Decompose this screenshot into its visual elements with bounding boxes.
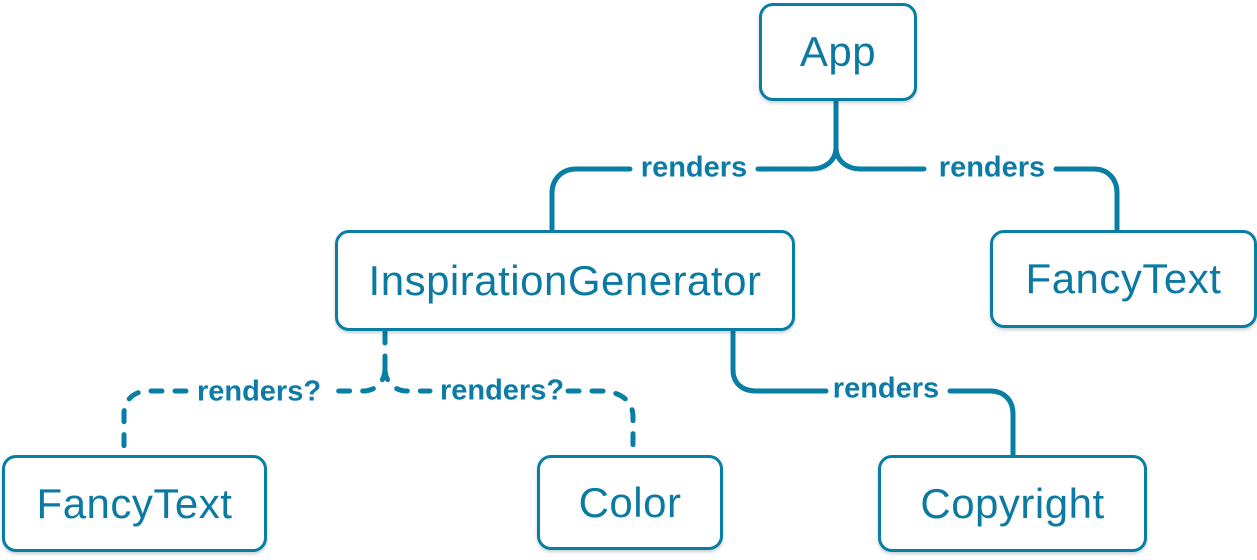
edge-inspirationgenerator-copyright-shoulder [730, 329, 829, 394]
edge-label-renders-copyright: renders [832, 372, 940, 405]
edge-app-inspirationgenerator-drop [549, 166, 633, 232]
edge-inspirationgenerator-fancytext-shoulder [327, 366, 388, 394]
edge-app-inspirationgenerator-shoulder [755, 144, 839, 172]
edge-inspirationgenerator-fancytext-drop [121, 388, 189, 457]
edge-inspirationgenerator-color-shoulder [382, 366, 433, 394]
node-fancy-text-bottom-label: FancyText [36, 479, 233, 527]
node-app-label: App [799, 28, 877, 75]
node-inspiration-generator-label: InspirationGenerator [368, 256, 762, 304]
edge-app-fancytext-drop [1053, 166, 1120, 232]
node-fancy-text-top-label: FancyText [1025, 255, 1222, 302]
edge-inspirationgenerator-copyright-drop [947, 388, 1016, 457]
node-inspiration-generator: InspirationGenerator [335, 230, 795, 331]
node-color: Color [537, 455, 723, 550]
node-copyright: Copyright [878, 455, 1147, 552]
edge-label-renders-app-fancytext: renders [938, 151, 1046, 184]
node-copyright-label: Copyright [920, 479, 1105, 527]
edge-label-renders-app-inspirationgenerator: renders [640, 151, 748, 184]
edge-app-fancytext-shoulder [833, 144, 927, 172]
edge-label-renders-conditional-fancytext: renders? [196, 375, 322, 408]
node-color-label: Color [578, 478, 682, 526]
edge-inspirationgenerator-color-drop [565, 388, 636, 456]
node-fancy-text-top: FancyText [990, 230, 1257, 328]
edge-label-renders-conditional-color: renders? [439, 374, 565, 407]
node-app: App [759, 3, 917, 101]
node-fancy-text-bottom: FancyText [2, 455, 267, 552]
